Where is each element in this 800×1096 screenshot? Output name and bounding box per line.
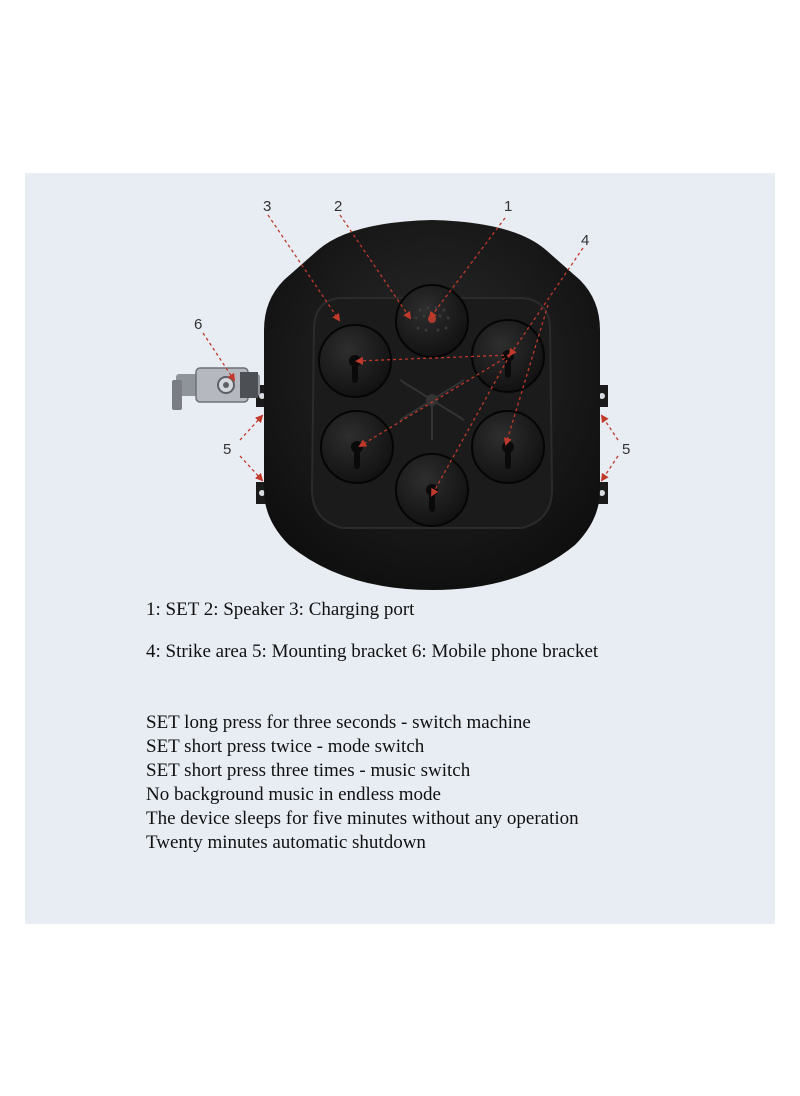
instruction-list: SET long press for three seconds - switc…: [146, 711, 579, 855]
callout-lines: [202, 214, 619, 497]
callout-3: 3: [263, 198, 271, 215]
callout-1: 1: [504, 198, 512, 215]
instruction-item: SET short press three times - music swit…: [146, 760, 471, 781]
strike-pad-lower-right: [471, 410, 545, 484]
speaker-dots: [414, 306, 450, 332]
legend-line-1: 1: SET 2: Speaker 3: Charging port: [146, 599, 415, 620]
instruction-item: SET short press twice - mode switch: [146, 736, 425, 757]
product-diagram: 3 2 1 4 6 5 5: [172, 198, 630, 590]
callout-5-right: 5: [622, 441, 630, 458]
strike-pad-upper-left: [318, 324, 392, 398]
callout-6: 6: [194, 316, 202, 333]
instruction-item: No background music in endless mode: [146, 784, 441, 805]
callout-5-left: 5: [223, 441, 231, 458]
mobile-phone-bracket: [172, 367, 260, 410]
callout-2: 2: [334, 198, 342, 215]
instruction-item: The device sleeps for five minutes witho…: [146, 808, 579, 829]
legend-line-2: 4: Strike area 5: Mounting bracket 6: Mo…: [146, 641, 599, 662]
instruction-item: Twenty minutes automatic shutdown: [146, 832, 426, 853]
strike-pad-lower-left: [320, 410, 394, 484]
instruction-item: SET long press for three seconds - switc…: [146, 712, 531, 733]
strike-pad-bottom: [395, 453, 469, 527]
callout-4: 4: [581, 232, 589, 249]
